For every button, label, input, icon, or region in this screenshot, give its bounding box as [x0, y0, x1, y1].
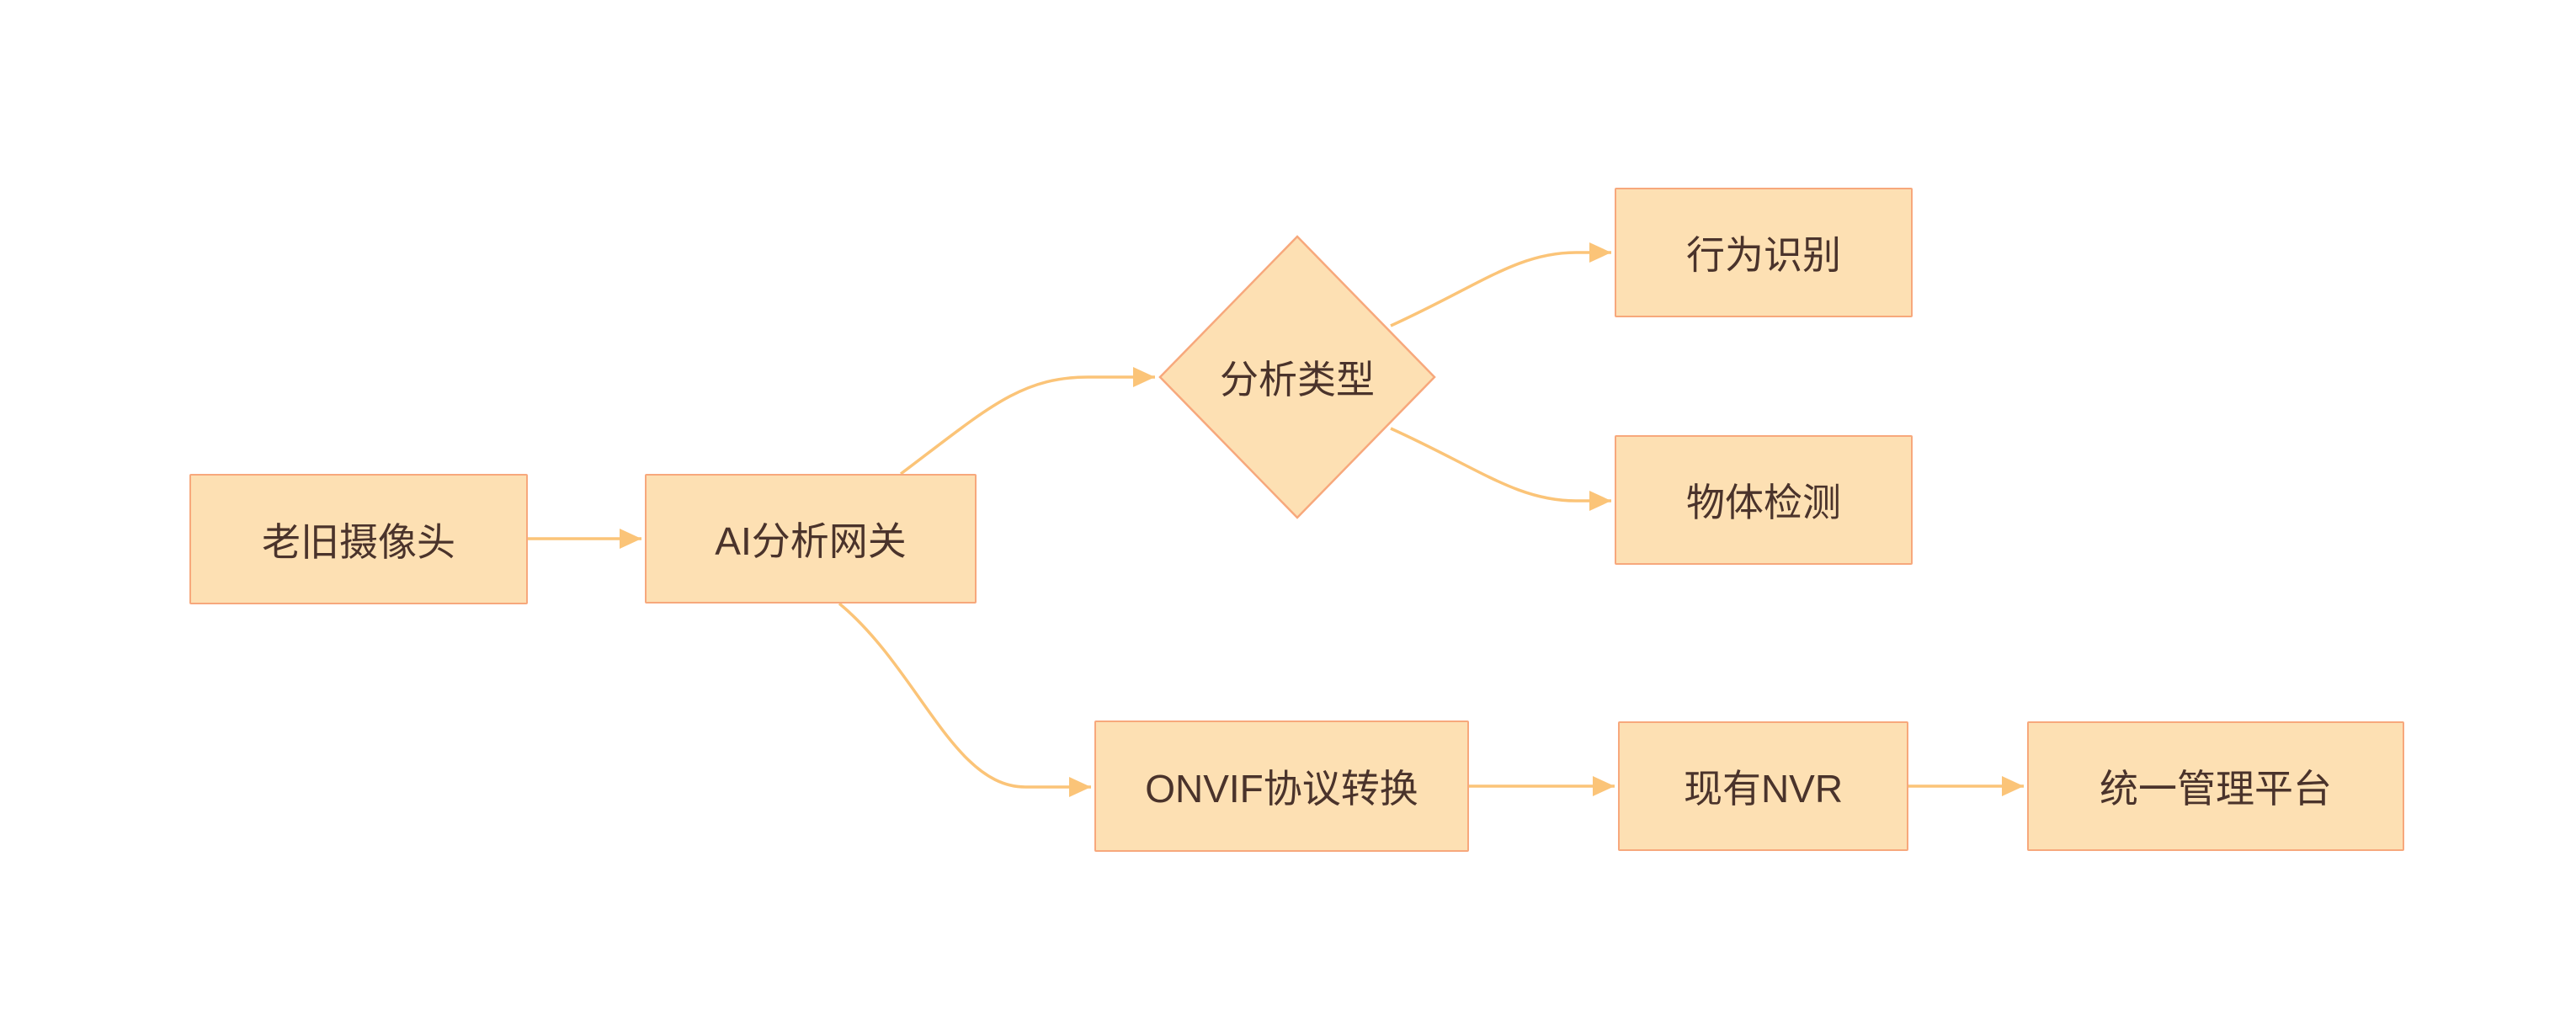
node-analysis-type: 分析类型	[1159, 236, 1435, 518]
node-management-platform: 统一管理平台	[2027, 721, 2404, 851]
node-behavior-recognition: 行为识别	[1615, 188, 1913, 317]
node-object-detection: 物体检测	[1615, 435, 1913, 565]
node-legacy-camera-label: 老旧摄像头	[262, 519, 455, 564]
node-onvif-conversion-label: ONVIF协议转换	[1145, 767, 1418, 811]
node-analysis-type-label: 分析类型	[1220, 358, 1375, 401]
node-onvif-conversion: ONVIF协议转换	[1094, 721, 1469, 852]
edge-ai-gateway-to-analysis-type	[899, 367, 1155, 476]
node-legacy-camera: 老旧摄像头	[189, 474, 528, 604]
node-object-detection-label: 物体检测	[1686, 481, 1841, 524]
node-existing-nvr-label: 现有NVR	[1683, 767, 1844, 811]
node-existing-nvr: 现有NVR	[1618, 721, 1908, 851]
node-ai-gateway: AI分析网关	[645, 474, 977, 604]
node-ai-gateway-label: AI分析网关	[715, 519, 907, 563]
node-behavior-recognition-label: 行为识别	[1686, 233, 1841, 277]
node-analysis-type-shape	[1158, 235, 1436, 519]
edge-analysis-type-to-object-detection	[1390, 427, 1611, 511]
node-management-platform-label: 统一管理平台	[2100, 767, 2332, 811]
edge-ai-gateway-to-onvif-conversion	[838, 602, 1091, 797]
edge-analysis-type-to-behavior-recognition	[1390, 242, 1611, 327]
